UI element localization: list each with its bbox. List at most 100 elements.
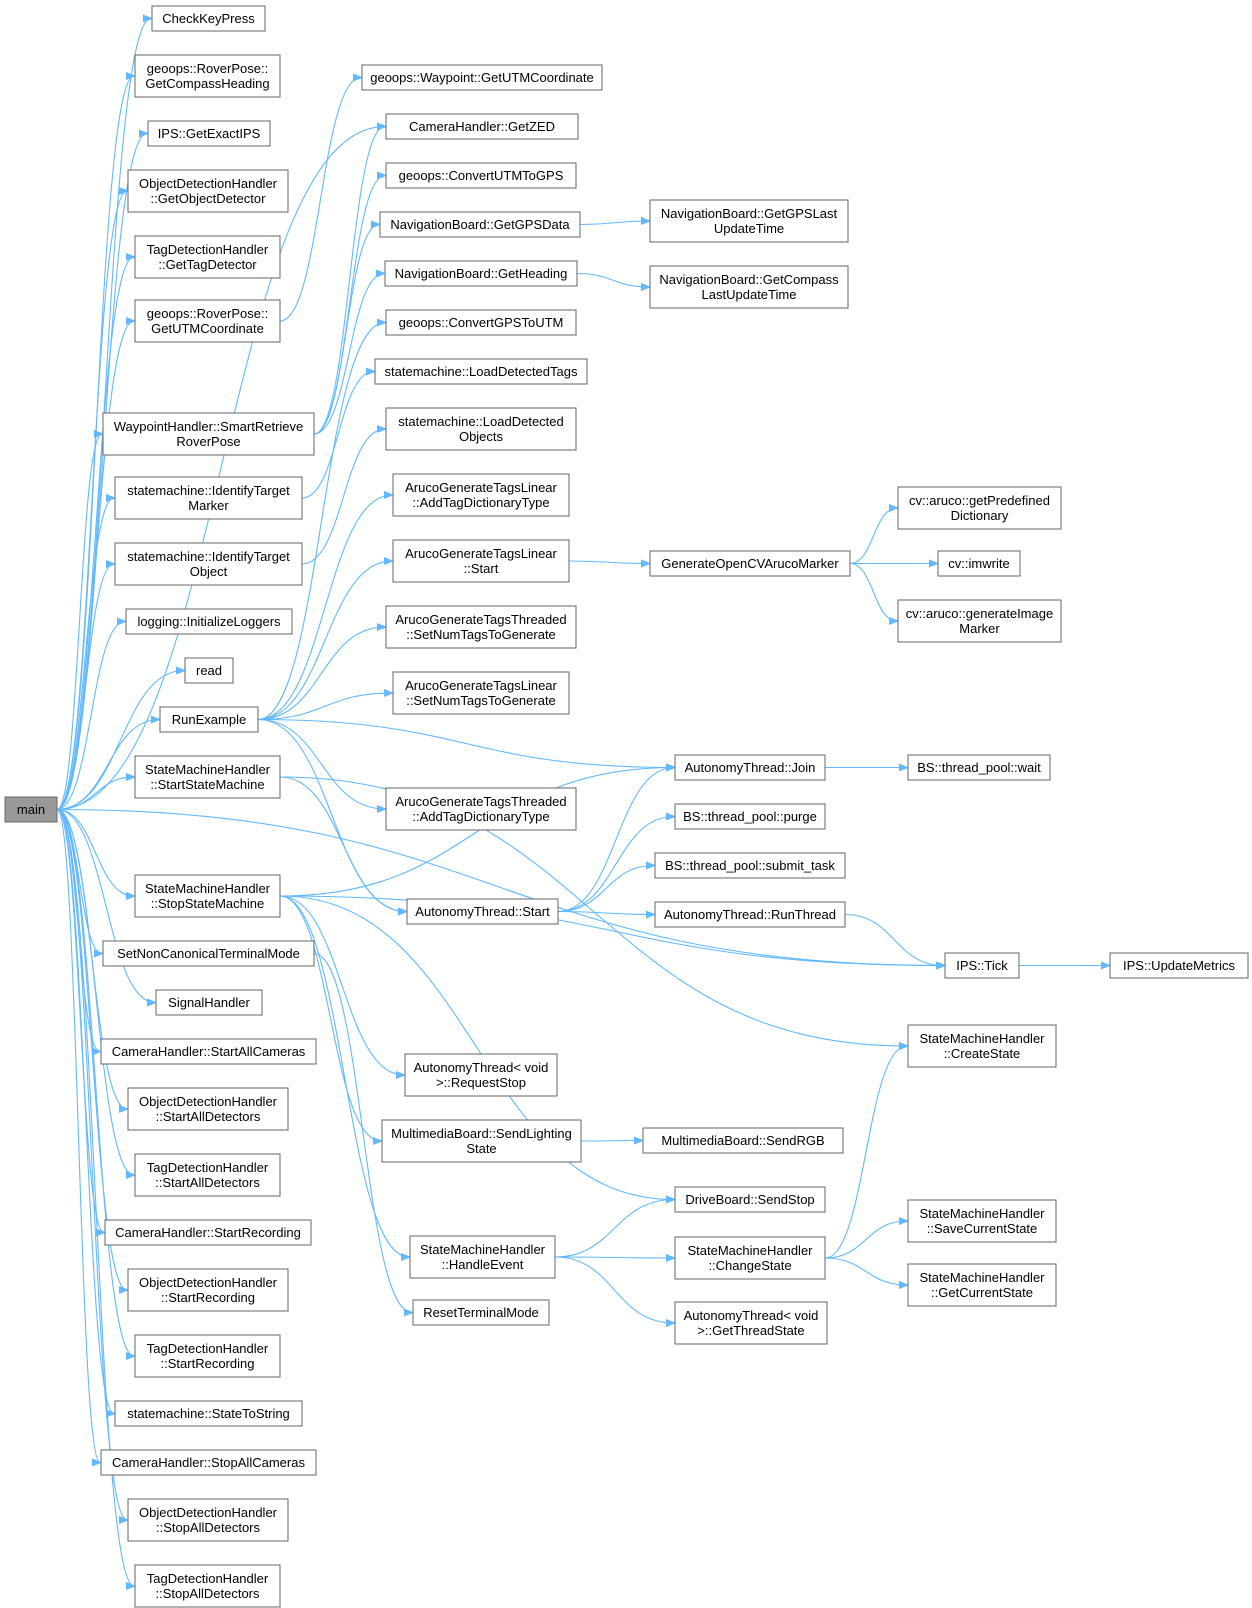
node-main[interactable]: main	[4, 796, 58, 823]
edge-runexample-to-agtl-adddict	[257, 495, 392, 721]
node-box	[937, 550, 1021, 577]
node-label: DriveBoard::SendStop	[685, 1192, 814, 1207]
node-cv-imwrite[interactable]: cv::imwrite	[937, 550, 1021, 577]
edge-genarucomarker-to-cv-predef	[849, 508, 897, 565]
node-nb-compasslast[interactable]: NavigationBoard::GetCompassLastUpdateTim…	[649, 265, 849, 309]
node-log-init[interactable]: logging::InitializeLoggers	[125, 608, 293, 635]
node-ch-startall[interactable]: CameraHandler::StartAllCameras	[100, 1038, 317, 1065]
node-rp-compass[interactable]: geoops::RoverPose::GetCompassHeading	[134, 54, 281, 98]
node-agtl-setnum[interactable]: ArucoGenerateTagsLinear::SetNumTagsToGen…	[392, 671, 570, 715]
node-agtt-adddict[interactable]: ArucoGenerateTagsThreaded::AddTagDiction…	[385, 787, 577, 831]
node-smh-handle[interactable]: StateMachineHandler::HandleEvent	[409, 1235, 556, 1279]
node-sm-loadtags[interactable]: statemachine::LoadDetectedTags	[374, 358, 588, 385]
node-ips-tick[interactable]: IPS::Tick	[944, 952, 1020, 979]
node-agtl-start[interactable]: ArucoGenerateTagsLinear::Start	[392, 539, 570, 583]
node-nb-getgps[interactable]: NavigationBoard::GetGPSData	[379, 211, 581, 238]
node-label: MultimediaBoard::SendRGB	[661, 1133, 824, 1148]
node-checkkeypress[interactable]: CheckKeyPress	[151, 5, 266, 32]
node-box	[114, 1400, 303, 1427]
node-at-getstate[interactable]: AutonomyThread< void>::GetThreadState	[674, 1301, 828, 1345]
node-runexample[interactable]: RunExample	[159, 706, 259, 733]
node-smh-save[interactable]: StateMachineHandler::SaveCurrentState	[907, 1199, 1057, 1243]
node-genarucomarker[interactable]: GenerateOpenCVArucoMarker	[649, 550, 851, 577]
node-box	[385, 162, 577, 189]
node-signalhandler[interactable]: SignalHandler	[155, 989, 263, 1016]
node-label: RoverPose	[176, 434, 240, 449]
node-smh-stopsm[interactable]: StateMachineHandler::StopStateMachine	[134, 874, 281, 918]
node-setnoncanon[interactable]: SetNonCanonicalTerminalMode	[102, 940, 315, 967]
node-label: ::GetTagDetector	[158, 257, 257, 272]
node-agtl-adddict[interactable]: ArucoGenerateTagsLinear::AddTagDictionar…	[392, 473, 570, 517]
node-rp-utm[interactable]: geoops::RoverPose::GetUTMCoordinate	[134, 299, 281, 343]
node-conv-gps2utm[interactable]: geoops::ConvertGPSToUTM	[385, 309, 577, 336]
node-label: ::StartStateMachine	[150, 777, 264, 792]
node-db-sendstop[interactable]: DriveBoard::SendStop	[674, 1186, 826, 1213]
node-resetterm[interactable]: ResetTerminalMode	[412, 1299, 550, 1326]
node-mb-sendrgb[interactable]: MultimediaBoard::SendRGB	[642, 1127, 844, 1154]
node-label: ArucoGenerateTagsLinear	[405, 546, 557, 561]
node-label: NavigationBoard::GetGPSLast	[661, 206, 838, 221]
node-smh-getcur[interactable]: StateMachineHandler::GetCurrentState	[907, 1263, 1057, 1307]
edge-main-to-ch-getzed	[56, 127, 385, 811]
node-at-join[interactable]: AutonomyThread::Join	[674, 754, 826, 781]
node-ips-getexact[interactable]: IPS::GetExactIPS	[147, 120, 271, 147]
node-box	[127, 169, 289, 213]
edge-setnoncanon-to-resetterm	[313, 952, 412, 1313]
node-box	[114, 476, 303, 520]
node-tdh-stopall[interactable]: TagDetectionHandler::StopAllDetectors	[134, 1564, 281, 1608]
edge-at-start-to-bs-purge	[557, 817, 674, 913]
node-box	[104, 1219, 312, 1246]
node-label: BS::thread_pool::purge	[683, 809, 817, 824]
edge-wh-smart-to-nb-getheading	[313, 274, 384, 435]
node-tdh-gettag[interactable]: TagDetectionHandler::GetTagDetector	[134, 235, 281, 279]
node-tdh-startall[interactable]: TagDetectionHandler::StartAllDetectors	[134, 1153, 281, 1197]
node-odh-stopall[interactable]: ObjectDetectionHandler::StopAllDetectors	[127, 1498, 289, 1542]
edge-main-to-log-init	[56, 622, 125, 811]
node-smh-change[interactable]: StateMachineHandler::ChangeState	[674, 1236, 826, 1280]
node-smh-startsm[interactable]: StateMachineHandler::StartStateMachine	[134, 755, 281, 799]
node-label: ::Start	[464, 561, 499, 576]
node-ch-stopall[interactable]: CameraHandler::StopAllCameras	[100, 1449, 317, 1476]
node-odh-startall[interactable]: ObjectDetectionHandler::StartAllDetector…	[127, 1087, 289, 1131]
node-box	[649, 550, 851, 577]
node-box	[385, 407, 577, 451]
node-bs-purge[interactable]: BS::thread_pool::purge	[674, 803, 826, 830]
node-nb-getheading[interactable]: NavigationBoard::GetHeading	[384, 260, 578, 287]
node-label: AutonomyThread::Join	[685, 760, 816, 775]
node-box	[374, 358, 588, 385]
node-wp-getutm[interactable]: geoops::Waypoint::GetUTMCoordinate	[361, 64, 603, 91]
node-label: ::StartAllDetectors	[156, 1109, 261, 1124]
node-label: State	[466, 1141, 496, 1156]
node-odh-getobj[interactable]: ObjectDetectionHandler::GetObjectDetecto…	[127, 169, 289, 213]
node-odh-startrec[interactable]: ObjectDetectionHandler::StartRecording	[127, 1268, 289, 1312]
node-box	[134, 1564, 281, 1608]
node-tdh-startrec[interactable]: TagDetectionHandler::StartRecording	[134, 1334, 281, 1378]
node-sm-statetostr[interactable]: statemachine::StateToString	[114, 1400, 303, 1427]
node-read[interactable]: read	[184, 657, 234, 684]
node-at-runthread[interactable]: AutonomyThread::RunThread	[654, 901, 846, 928]
node-smh-create[interactable]: StateMachineHandler::CreateState	[907, 1024, 1057, 1068]
node-ch-getzed[interactable]: CameraHandler::GetZED	[385, 113, 579, 140]
node-at-reqstop[interactable]: AutonomyThread< void>::RequestStop	[404, 1053, 558, 1097]
node-conv-utm2gps[interactable]: geoops::ConvertUTMToGPS	[385, 162, 577, 189]
node-box	[102, 940, 315, 967]
node-ch-startrec[interactable]: CameraHandler::StartRecording	[104, 1219, 312, 1246]
node-box	[134, 1334, 281, 1378]
node-agtt-setnum[interactable]: ArucoGenerateTagsThreaded::SetNumTagsToG…	[385, 605, 577, 649]
node-ips-update[interactable]: IPS::UpdateMetrics	[1109, 952, 1249, 979]
edge-smh-handle-to-at-getstate	[554, 1256, 674, 1323]
node-bs-wait[interactable]: BS::thread_pool::wait	[907, 754, 1051, 781]
node-label: CameraHandler::StartRecording	[115, 1225, 301, 1240]
node-at-start[interactable]: AutonomyThread::Start	[406, 898, 559, 925]
edge-wh-smart-to-ch-getzed	[313, 127, 385, 435]
node-bs-submit[interactable]: BS::thread_pool::submit_task	[654, 852, 846, 879]
node-label: ::SaveCurrentState	[927, 1221, 1038, 1236]
